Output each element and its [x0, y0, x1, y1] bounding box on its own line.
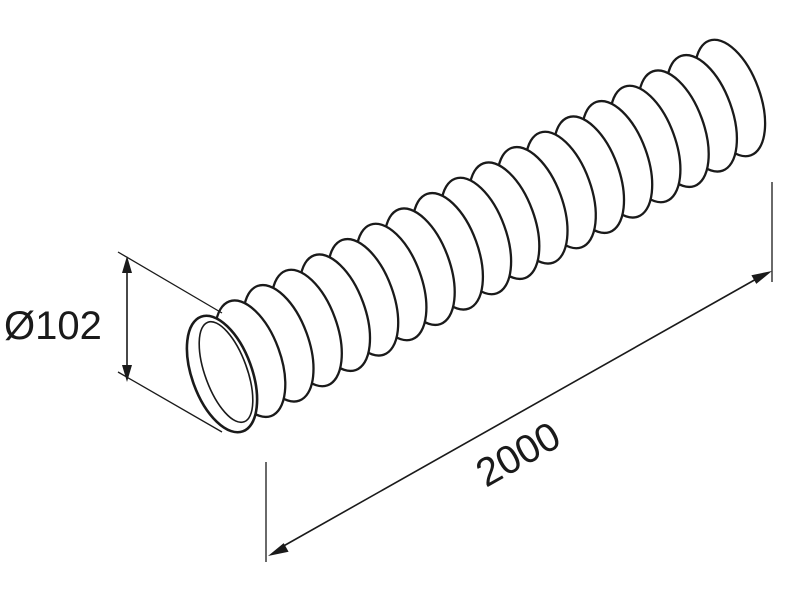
duct-opening [198, 320, 254, 424]
diameter-arrow-bottom [122, 365, 132, 382]
length-arrow-left [268, 543, 289, 556]
diameter-extension-line-top [117, 251, 223, 314]
diameter-label: Ø102 [4, 304, 102, 348]
length-label: 2000 [469, 414, 568, 496]
diameter-arrow-top [122, 256, 132, 273]
length-arrow-right [751, 271, 772, 284]
diameter-extension-line-bottom [117, 371, 223, 433]
flexible-duct-hose [185, 38, 767, 434]
duct-front-ring [185, 314, 259, 434]
length-dimension-line [279, 277, 759, 549]
